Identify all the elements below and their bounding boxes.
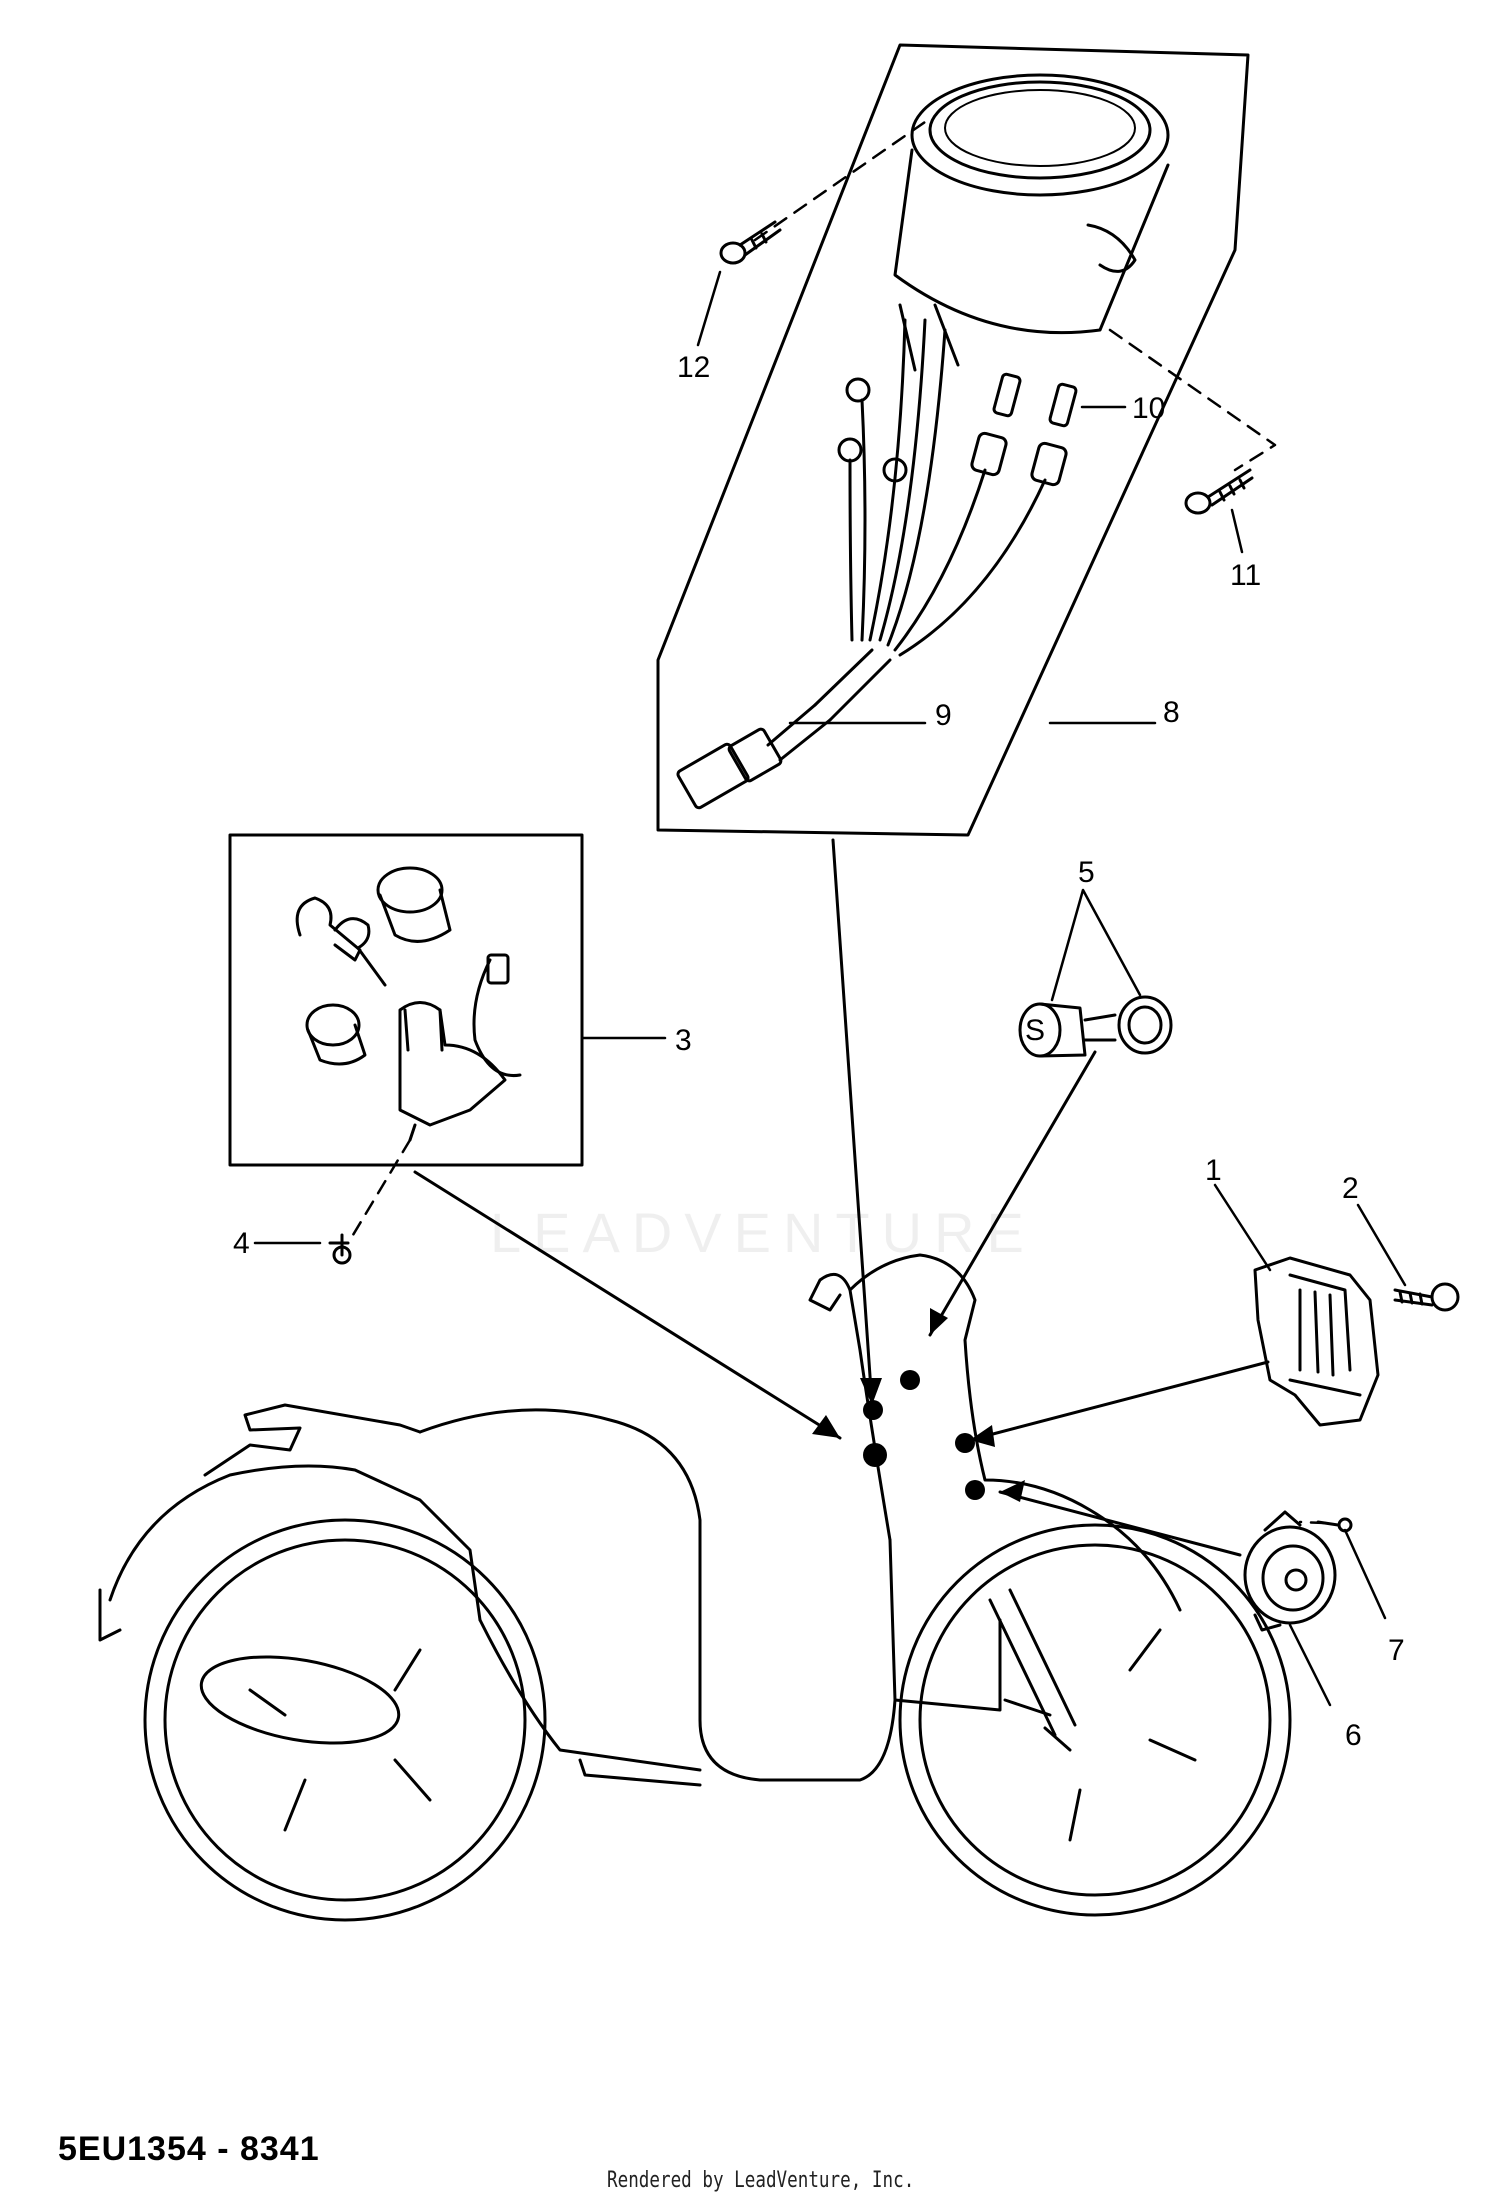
bolt-2-part [1393, 1282, 1460, 1312]
scooter-outline [98, 1253, 1292, 1922]
screw-4-part [328, 1233, 352, 1265]
callout-9: 9 [935, 699, 952, 732]
indicator-bulbs-5: S [1018, 995, 1173, 1058]
callout-1: 1 [1205, 1154, 1222, 1187]
rendered-by-credit: Rendered by LeadVenture, Inc. [607, 2168, 915, 2193]
meter-assembly-box [656, 43, 1250, 837]
regulator-1-part [1253, 1256, 1380, 1427]
main-switch-box [228, 833, 584, 1167]
callout-4: 4 [233, 1227, 250, 1260]
callout-3: 3 [675, 1024, 692, 1057]
mounting-points [863, 1370, 985, 1500]
callout-7: 7 [1388, 1634, 1405, 1667]
arrow-leaders [413, 838, 1270, 1557]
callout-labels: 1 2 3 4 5 6 7 8 9 10 11 12 [233, 351, 1405, 1752]
screw-11-part [1184, 468, 1254, 515]
screw-12-part [719, 220, 782, 265]
horn-6-part [1243, 1510, 1337, 1632]
callout-leaders [253, 270, 1407, 1707]
callout-8: 8 [1163, 696, 1180, 729]
callout-2: 2 [1342, 1172, 1359, 1205]
svg-text:S: S [1025, 1014, 1045, 1047]
arrow-heads [812, 1308, 1025, 1502]
callout-6: 6 [1345, 1719, 1362, 1752]
watermark-text: LEADVENTURE [490, 1201, 1036, 1264]
callout-12: 12 [677, 351, 710, 384]
callout-11: 11 [1230, 559, 1261, 592]
dashed-leaders [348, 120, 1327, 1525]
callout-10: 10 [1132, 392, 1165, 425]
bolt-7-part [1316, 1517, 1353, 1533]
diagram-code: 5EU1354 - 8341 [58, 2130, 320, 2168]
callout-5: 5 [1078, 856, 1095, 889]
